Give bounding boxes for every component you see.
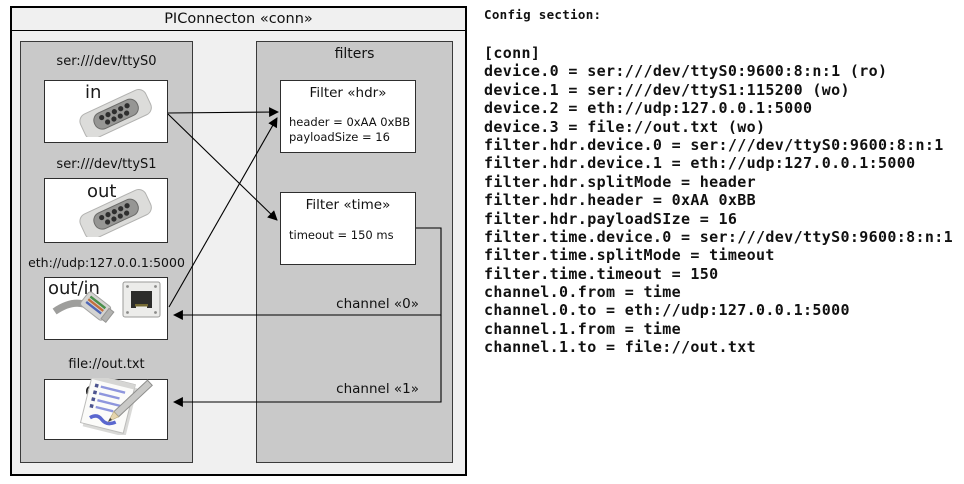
device-box-file: out <box>44 373 168 440</box>
device-address-ttyS1: ser:///dev/ttyS1 <box>56 157 157 172</box>
config-line: filter.hdr.device.0 = ser:///dev/ttyS0:9… <box>484 135 944 154</box>
device-address-eth: eth://udp:127.0.0.1:5000 <box>28 255 185 270</box>
filter-hdr-param-header: header = 0xAA 0xBB <box>289 115 411 129</box>
filter-hdr-box: Filter «hdr» header = 0xAA 0xBB payloadS… <box>280 80 416 153</box>
serial-db9-icon <box>65 85 165 146</box>
config-line: [conn] <box>484 44 541 62</box>
channel-1-label: channel «1» <box>336 381 419 397</box>
notepad-pencil-icon <box>73 373 157 439</box>
config-line: device.0 = ser:///dev/ttyS0:9600:8:n:1 (… <box>484 62 888 81</box>
device-box-eth: out/in <box>44 277 168 340</box>
config-line: filter.hdr.header = 0xAA 0xBB <box>484 191 757 210</box>
config-line: filter.time.splitMode = timeout <box>484 246 775 265</box>
device-mode-label: out <box>87 181 117 202</box>
config-line: channel.1.from = time <box>484 319 681 338</box>
diagram-title: PIConnecton «conn» <box>12 8 465 31</box>
config-line: filter.hdr.splitMode = header <box>484 172 757 191</box>
device-address-file: file://out.txt <box>68 357 145 372</box>
serial-db9-icon <box>65 185 165 246</box>
config-line: device.1 = ser:///dev/ttyS1:115200 (wo) <box>484 80 850 99</box>
filter-time-param-timeout: timeout = 150 ms <box>289 228 394 242</box>
config-line: channel.1.to = file://out.txt <box>484 338 757 357</box>
filter-time-title: Filter «time» <box>305 197 391 213</box>
config-line: filter.time.timeout = 150 <box>484 264 719 283</box>
config-line: filter.time.device.0 = ser:///dev/ttyS0:… <box>484 227 954 246</box>
device-mode-label: in <box>85 82 102 103</box>
filter-time-box: Filter «time» timeout = 150 ms <box>280 192 416 265</box>
device-box-ttyS1: out <box>44 178 168 246</box>
config-section-heading: Config section: <box>484 7 602 22</box>
config-text: [conn] device.0 = ser:///dev/ttyS0:9600:… <box>484 44 953 357</box>
filter-hdr-param-payloadsize: payloadSize = 16 <box>289 130 390 144</box>
device-address-ttyS0: ser:///dev/ttyS0 <box>56 54 157 69</box>
filter-hdr-title: Filter «hdr» <box>309 85 387 101</box>
config-line: filter.hdr.device.1 = eth://udp:127.0.0.… <box>484 154 916 173</box>
filters-panel-title: filters <box>334 46 375 62</box>
config-line: device.2 = eth://udp:127.0.0.1:5000 <box>484 99 813 118</box>
device-box-ttyS0: in <box>44 80 168 146</box>
channel-0-label: channel «0» <box>336 296 419 312</box>
ethernet-plug-icon <box>51 280 163 342</box>
config-line: filter.hdr.payloadSIze = 16 <box>484 209 738 228</box>
config-line: channel.0.to = eth://udp:127.0.0.1:5000 <box>484 301 850 320</box>
config-line: channel.0.from = time <box>484 283 681 302</box>
config-line: device.3 = file://out.txt (wo) <box>484 117 766 136</box>
device-mode-label: out/in <box>48 278 100 299</box>
